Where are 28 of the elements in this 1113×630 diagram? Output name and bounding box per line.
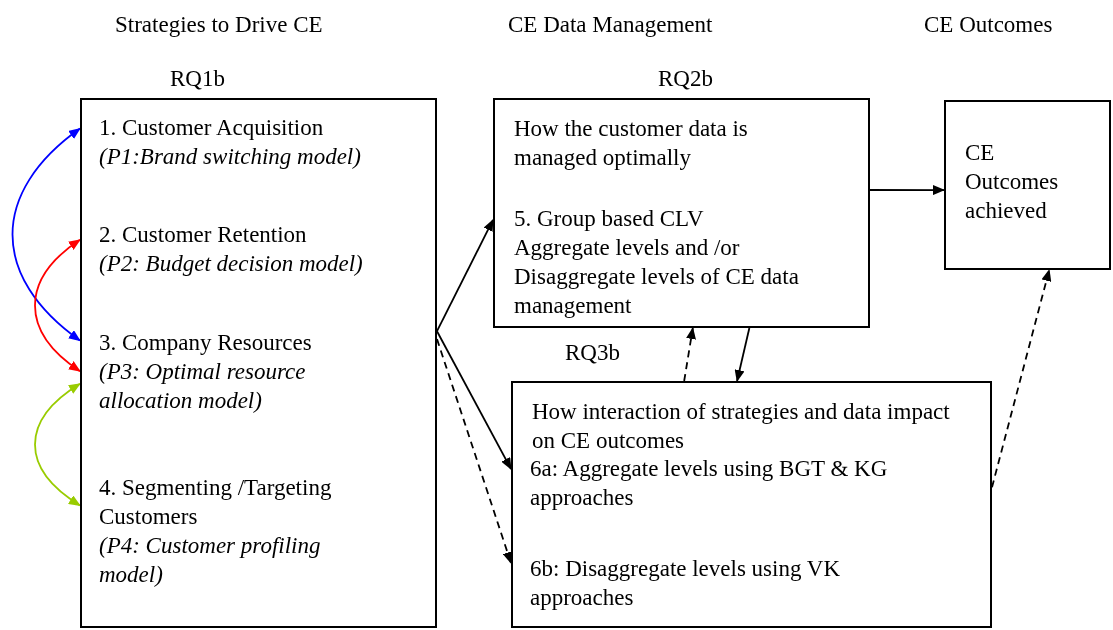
box-text: How interaction of strategies and data impact on CE outcomes (532, 398, 950, 455)
arrow (734, 327, 751, 382)
outcome-box: CE Outcomes achieved (944, 100, 1111, 270)
item-title: 6b: Disaggregate levels using VK approaches (530, 555, 842, 612)
arrow (869, 185, 945, 196)
item-title: 1. Customer Acquisition (99, 114, 325, 142)
curved-arrow (11, 127, 81, 342)
column-heading: CE Outcomes (924, 11, 1053, 39)
model-label: (P3: Optimal resource allocation model) (99, 358, 307, 415)
box-text: How the customer data is managed optimally (514, 115, 749, 172)
item-title: 3. Company Resources (99, 329, 313, 357)
model-label: (P4: Customer profiling model) (99, 532, 322, 589)
heading: RQ1b (170, 65, 225, 93)
heading: RQ2b (658, 65, 713, 93)
curved-arrow (34, 382, 81, 507)
dashed-arrow (683, 327, 696, 382)
column-heading: Strategies to Drive CE (115, 11, 323, 39)
item-title: 4. Segmenting /Targeting Customers (99, 474, 333, 531)
item-title: 6a: Aggregate levels using BGT & KG approaches (530, 455, 889, 512)
box-text: 5. Group based CLV (514, 205, 705, 233)
arrow (436, 330, 512, 470)
model-label: (P2: Budget decision model) (99, 250, 364, 278)
heading: RQ3b (565, 339, 620, 367)
column-heading: CE Data Management (508, 11, 713, 39)
model-label: (P1:Brand switching model) (99, 143, 362, 171)
curved-arrow (34, 238, 81, 373)
item-title: 2. Customer Retention (99, 221, 308, 249)
box-text: Aggregate levels and /or Disaggregate levels of CE data management (514, 234, 800, 320)
